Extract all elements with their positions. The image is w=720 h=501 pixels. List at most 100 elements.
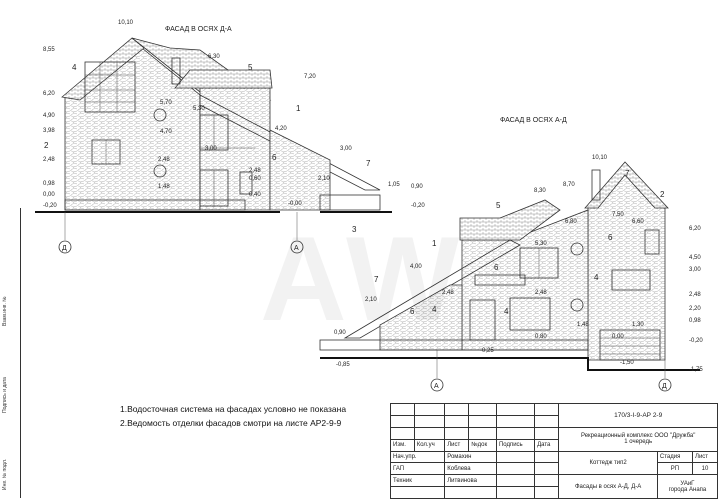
watermark: AW — [260, 212, 466, 346]
level: 6,30 — [208, 54, 220, 60]
callout-mark: 6 — [608, 233, 613, 242]
stamp-role: Нач.упр. — [389, 450, 446, 464]
stamp-header: №док — [468, 438, 497, 452]
facade-da: ФАСАД В ОСЯХ Д-А Д — [35, 20, 425, 254]
facade-da-wing-roof — [174, 69, 273, 89]
stamp-header: Изм. — [390, 438, 415, 452]
level: 1,48 — [158, 184, 170, 190]
level: -0,20 — [689, 338, 703, 344]
level: 4,70 — [160, 129, 172, 135]
level: 4,20 — [275, 126, 287, 132]
stamp-header: Дата — [534, 438, 560, 452]
facade-da-balcony-rail — [200, 115, 255, 150]
stamp-header: Кол.уч — [413, 438, 446, 452]
note-2: 2.Ведомость отделки фасадов смотри на ли… — [120, 418, 342, 428]
facade-da-title: ФАСАД В ОСЯХ Д-А — [165, 26, 232, 33]
stamp-name: Коблева — [444, 462, 497, 476]
callout-mark: 4 — [72, 63, 77, 72]
note-1: 1.Водосточная система на фасадах условно… — [120, 404, 347, 414]
stamp-header: Лист — [444, 438, 470, 452]
facade-ad-axis-circle-right — [658, 378, 672, 392]
level: -1,50 — [620, 360, 634, 366]
level: 2,10 — [365, 297, 377, 303]
facade-ad-axis-circle-left — [430, 378, 444, 392]
level: 2,48 — [442, 290, 454, 296]
facade-da-large-window — [84, 61, 136, 113]
facade-ad-tall-roof — [584, 161, 669, 209]
facade-da-axis-circle-right — [290, 240, 304, 254]
level: 5,30 — [535, 241, 547, 247]
callout-mark: 6 — [410, 307, 415, 316]
callout-mark: 7 — [366, 159, 371, 168]
level: 3,00 — [205, 146, 217, 152]
level: 0,40 — [249, 192, 261, 198]
level: 7,50 — [612, 212, 624, 218]
level: 4,00 — [410, 264, 422, 270]
level: -1,75 — [689, 367, 703, 373]
side-label: Инв. № подл. — [2, 458, 8, 490]
facade-da-small-window — [239, 171, 253, 195]
facade-ad-garage-panels — [600, 337, 660, 355]
level: 5,70 — [160, 100, 172, 106]
stamp-org-bottom: города Анапа — [668, 486, 707, 493]
side-margin-stamp: Инв. № подл. Подпись и дата Взам.инв. № — [0, 208, 21, 498]
level: 3,00 — [689, 267, 701, 273]
callout-mark: 4 — [504, 307, 509, 316]
level: 0,00 — [612, 334, 624, 340]
level: 1,05 — [388, 182, 400, 188]
level: 0,00 — [43, 192, 55, 198]
level: 4,90 — [43, 113, 55, 119]
facade-da-plinth — [64, 199, 246, 211]
level: 5,30 — [193, 106, 205, 112]
stamp-stage-value: РП — [656, 462, 694, 476]
callout-mark: 2 — [44, 141, 49, 150]
level: -0,25 — [480, 348, 494, 354]
facade-ad: ФАСАД В ОСЯХ А-Д А Д 10,10 — [319, 117, 703, 392]
facade-da-round-window-2 — [153, 164, 167, 178]
level: 0,98 — [43, 181, 55, 187]
stamp-code: 170/3-I-9-АР 2-9 — [558, 403, 718, 428]
level: 1,48 — [577, 322, 589, 328]
callout-mark: 5 — [248, 63, 253, 72]
level: 2,48 — [689, 292, 701, 298]
stamp-sheet-title: Фасады в осях А-Д, Д-А — [558, 474, 658, 499]
level: -0,20 — [43, 203, 57, 209]
level: 0,90 — [334, 330, 346, 336]
callout-mark: 4 — [594, 273, 599, 282]
level: 6,20 — [43, 91, 55, 97]
level: 0,60 — [249, 176, 261, 182]
title-block: 170/3-I-9-АР 2-9 Рекреационный комплекс … — [389, 403, 719, 499]
stamp-role: Техник — [389, 474, 446, 488]
level: -0,20 — [411, 203, 425, 209]
level: 2,48 — [249, 168, 261, 174]
level: -0,85 — [336, 362, 350, 368]
facade-ad-balcony-rail — [474, 274, 526, 286]
level: 8,70 — [563, 182, 575, 188]
level: 6,20 — [689, 226, 701, 232]
level: 2,20 — [689, 306, 701, 312]
facade-da-annex-wall — [269, 129, 331, 211]
level: 10,10 — [592, 155, 608, 161]
stamp-org-top: УАиГ — [680, 480, 695, 487]
level: 1,30 — [632, 322, 644, 328]
stamp-stage-value: 10 — [692, 462, 718, 476]
level: 4,50 — [689, 255, 701, 261]
level: 8,55 — [43, 47, 55, 53]
facade-ad-chimney — [591, 169, 601, 201]
stamp-project-text: Рекреационный комплекс ООО "Дружба" — [580, 433, 696, 440]
stamp-name: Литвинова — [444, 474, 497, 488]
facade-ad-plinth — [319, 339, 589, 351]
facade-da-window-grid — [85, 62, 135, 112]
facade-ad-round-window-2 — [570, 298, 584, 312]
level: 0,80 — [535, 334, 547, 340]
side-label: Взам.инв. № — [2, 296, 8, 326]
level: 3,98 — [43, 128, 55, 134]
level: 6,80 — [565, 219, 577, 225]
level: 8,30 — [534, 188, 546, 194]
level: 2,10 — [318, 176, 330, 182]
callout-mark: 7 — [625, 169, 630, 178]
callout-mark: 6 — [494, 263, 499, 272]
level: 0,90 — [411, 184, 423, 190]
facade-da-axis-right-label: А — [294, 245, 299, 252]
